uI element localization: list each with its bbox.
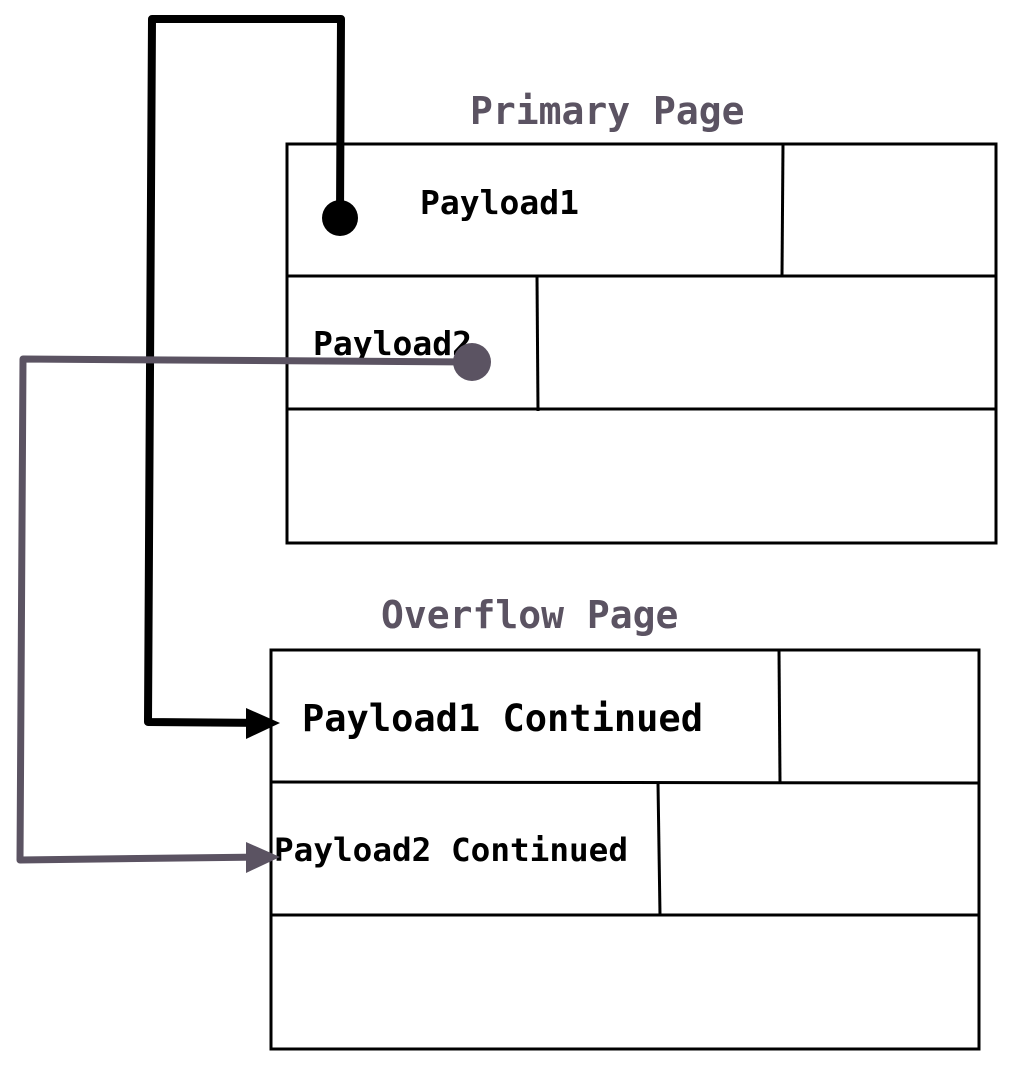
primary-page-outline xyxy=(285,142,998,545)
overflow-page-box xyxy=(269,648,981,1051)
overflow-payload1-cell-divider xyxy=(777,649,782,783)
payload1-pointer-arrowhead xyxy=(246,708,280,739)
overflow-payload2-cell-divider xyxy=(656,782,662,916)
overflow-payload2-continued-label: Payload2 Continued xyxy=(274,831,628,869)
payload2-overflow-pointer xyxy=(16,355,476,864)
payload1-overflow-pointer xyxy=(144,15,345,727)
payload2-pointer-origin-dot xyxy=(453,343,491,381)
primary-payload2-cell-divider xyxy=(535,275,540,412)
overflow-page-outline xyxy=(269,648,981,1051)
primary-page-box xyxy=(285,142,998,545)
overflow-row-divider-1 xyxy=(270,780,980,785)
payload2-pointer-arrowhead xyxy=(246,842,280,873)
primary-payload1-label: Payload1 xyxy=(420,183,579,222)
overflow-payload1-continued-label: Payload1 Continued xyxy=(302,697,703,740)
primary-page-title: Primary Page xyxy=(470,89,745,133)
overflow-page-title: Overflow Page xyxy=(381,593,678,637)
primary-payload2-label: Payload2 xyxy=(313,324,472,363)
primary-payload1-cell-divider xyxy=(780,143,785,277)
payload1-pointer-origin-dot xyxy=(322,200,358,236)
